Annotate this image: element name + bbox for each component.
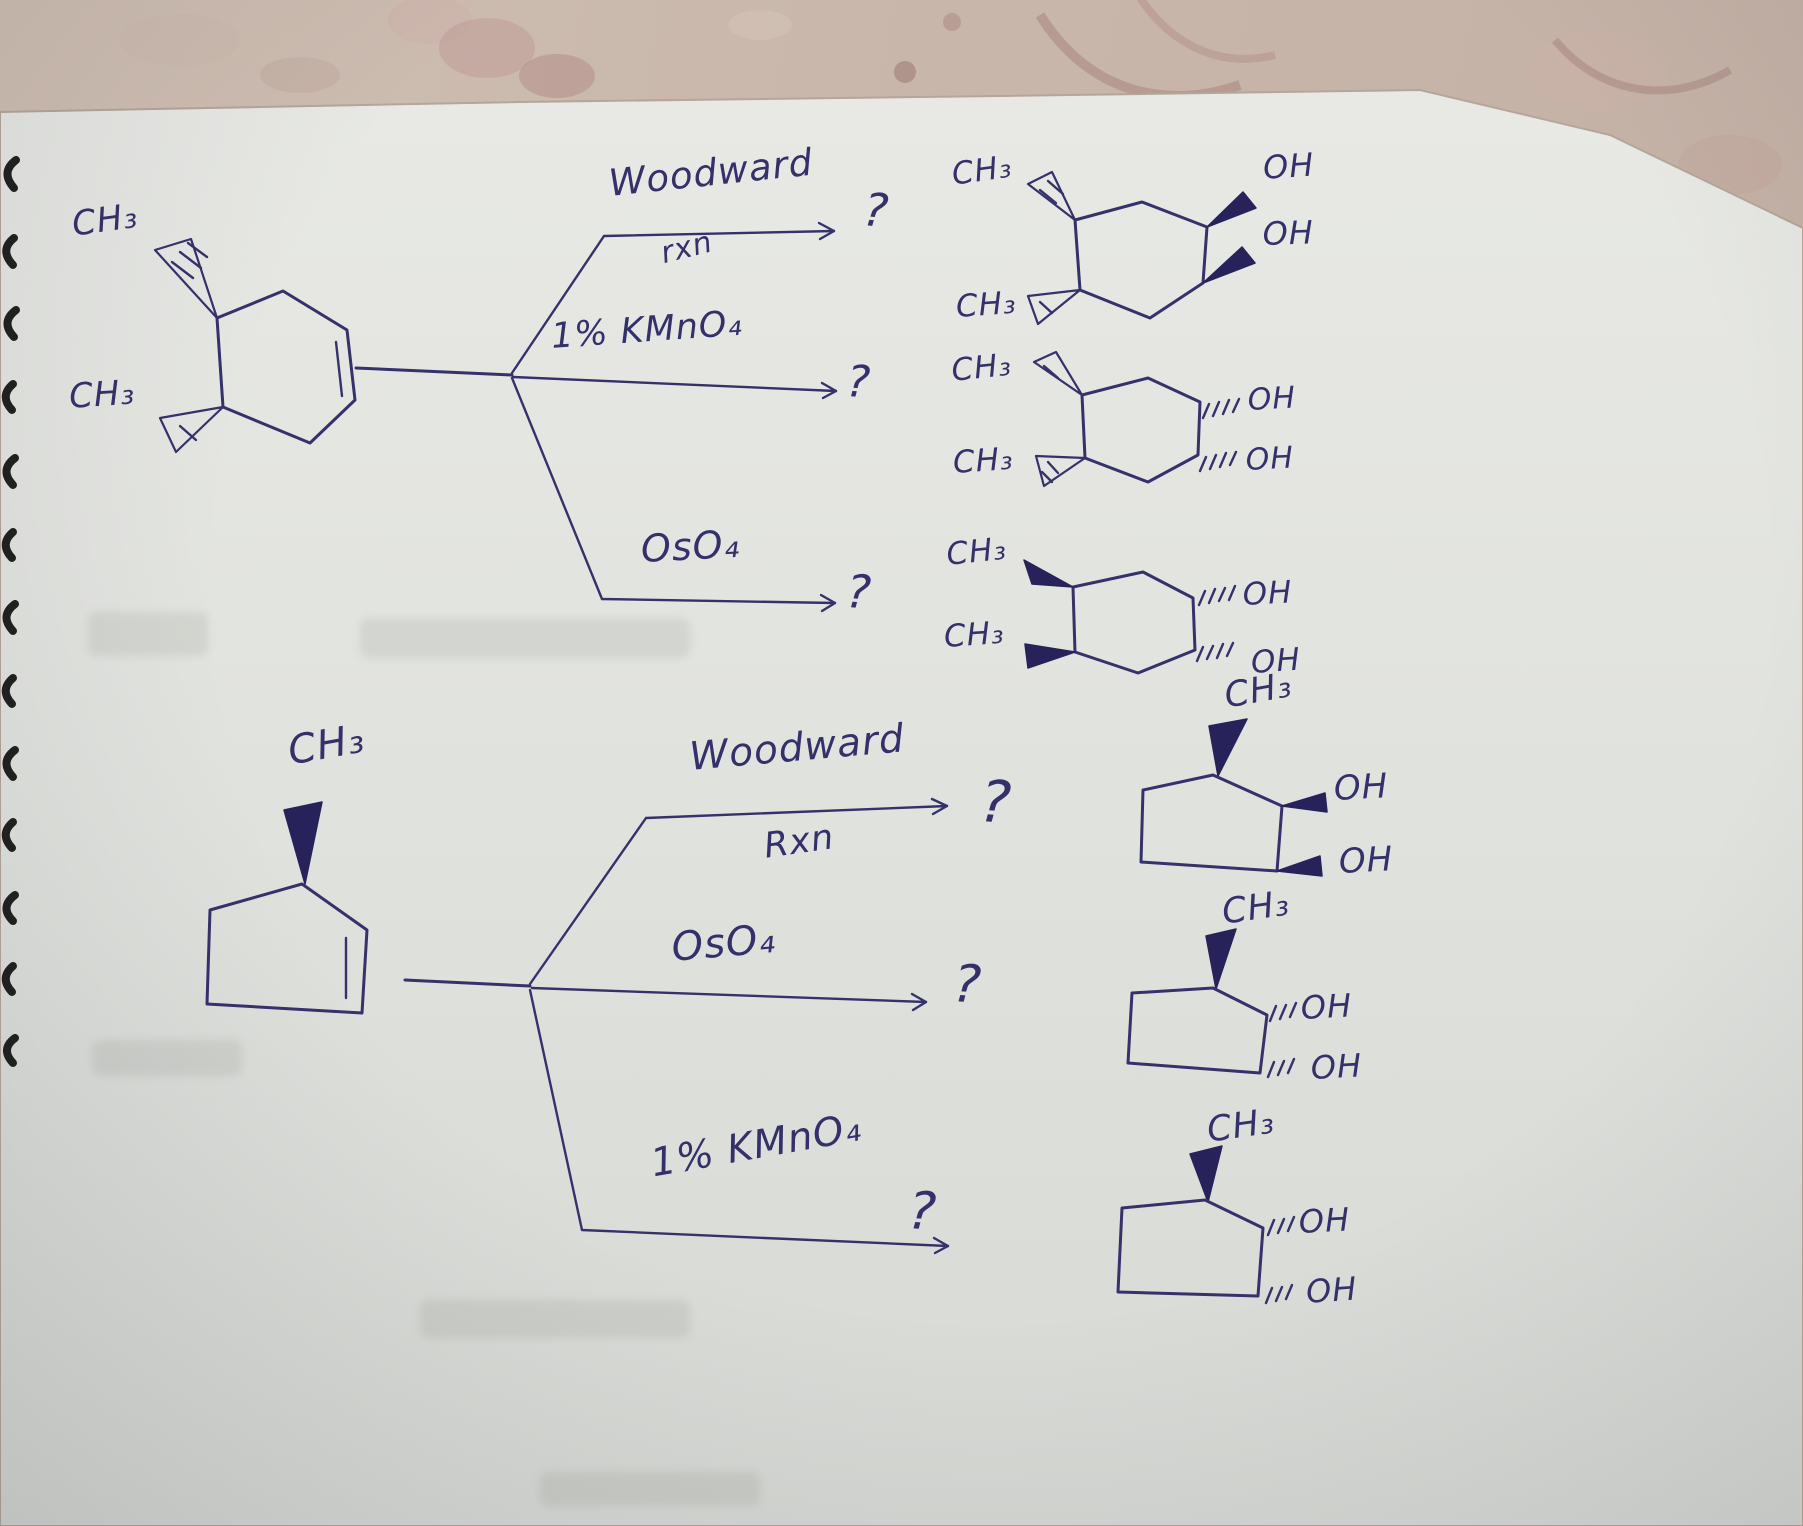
set1-p1-oh-bottom-label: OH — [1261, 213, 1315, 253]
set2-arrow-woodward — [528, 804, 949, 986]
set1-p1-oh-wedge-bottom — [1202, 246, 1256, 284]
set1-arrow-kmno4 — [511, 375, 838, 393]
set1-p2-oh-hashes-top — [1201, 397, 1241, 420]
set1-oso4-label: OsO₄ — [639, 521, 741, 571]
set1-p3-ch3-top-label: CH₃ — [944, 530, 1009, 573]
set1-p3-oh-hashes-bottom — [1195, 641, 1235, 663]
set1-reactant-ch3-top-label: CH₃ — [69, 195, 141, 245]
set1-kmno4-question-mark: ? — [844, 356, 873, 409]
set2-woodward-question-mark: ? — [977, 767, 1015, 838]
ink-bleed-smudge — [360, 618, 690, 658]
set1-p3-oh-top-label: OH — [1241, 574, 1294, 613]
set2-p1-oh-bottom-label: OH — [1337, 839, 1395, 882]
set2-branch-arrows — [528, 797, 950, 1255]
set1-p2-oh-hashes-bottom — [1198, 450, 1238, 473]
set2-rxn-label: Rxn — [761, 817, 837, 867]
set1-branch-arrows — [510, 221, 838, 613]
set2-p2-ch3-label: CH₃ — [1219, 883, 1293, 933]
set1-reactant-double-bond — [334, 340, 344, 398]
set2-p2-oh-bottom-label: OH — [1309, 1046, 1364, 1087]
set1-p2-ch3-top-label: CH₃ — [949, 346, 1014, 389]
set1-p1-ch3-top-label: CH₃ — [949, 148, 1015, 193]
torn-edge-marks — [1, 156, 20, 1067]
set2-p2-oh-hashes-top — [1268, 1001, 1298, 1023]
set1-p2-ch3-bottom-label: CH₃ — [951, 440, 1015, 481]
set1-p1-oh-wedge-top — [1206, 191, 1257, 228]
set1-arrow-woodward — [510, 229, 836, 375]
set2-oso4-label: OsO₄ — [669, 915, 778, 971]
ink-bleed-smudge — [420, 1300, 690, 1338]
set2-p3-oh-top-label: OH — [1297, 1200, 1352, 1241]
set1-p2-oh-bottom-label: OH — [1244, 440, 1295, 478]
set2-p2-oh-top-label: OH — [1299, 986, 1354, 1027]
set1-reactant-wedge-bottom — [158, 405, 225, 454]
set2-p3-oh-hashes-bottom — [1264, 1283, 1294, 1305]
set1-reactant-structure — [153, 237, 514, 454]
set1-p1-oh-top-label: OH — [1261, 145, 1316, 187]
set2-product-oso4-structure — [1126, 928, 1298, 1079]
set1-woodward-question-mark: ? — [860, 182, 892, 239]
ink-bleed-smudge — [88, 612, 208, 656]
set2-p2-oh-hashes-bottom — [1266, 1057, 1296, 1079]
set2-reactant-ch3-wedge — [283, 801, 323, 885]
set1-p2-oh-top-label: OH — [1246, 380, 1297, 418]
set2-p1-oh-top-label: OH — [1332, 766, 1390, 809]
set1-product-oso4-structure — [1023, 559, 1237, 675]
set2-p1-oh-wedge-bottom — [1276, 855, 1323, 877]
set1-oso4-question-mark: ? — [844, 564, 874, 620]
set2-p3-oh-bottom-label: OH — [1304, 1269, 1359, 1311]
ink-bleed-smudge — [540, 1472, 760, 1506]
set1-reactant-ch3-bottom-label: CH₃ — [67, 372, 137, 417]
set2-arrow-oso4 — [530, 986, 928, 1004]
set2-reactant-structure — [205, 801, 532, 1015]
set2-kmno4-question-mark: ? — [906, 1181, 939, 1243]
set1-reactant-hash-wedge-top — [153, 237, 219, 320]
set1-p3-ch3-bottom-label: CH₃ — [942, 614, 1006, 655]
set2-arrow-kmno4 — [528, 988, 950, 1248]
set2-product-kmno4-structure — [1116, 1145, 1296, 1305]
set1-p3-oh-hashes-top — [1197, 584, 1237, 607]
set2-connector-line — [403, 978, 532, 988]
ink-bleed-smudge — [92, 1040, 242, 1076]
fabric-floral-pattern — [120, 0, 1782, 195]
set1-connector-line — [354, 366, 514, 377]
set2-p1-oh-wedge-top — [1281, 792, 1328, 813]
set1-product-woodward-structure — [1026, 170, 1257, 326]
set1-arrow-oso4 — [510, 376, 837, 605]
set2-p3-ch3-label: CH₃ — [1204, 1101, 1278, 1151]
set2-oso4-question-mark: ? — [951, 954, 984, 1016]
set2-product-woodward-structure — [1139, 718, 1328, 877]
set1-product-kmno4-structure — [1032, 350, 1241, 488]
set2-p3-oh-hashes-top — [1266, 1215, 1296, 1237]
set1-p1-ch3-bottom-label: CH₃ — [954, 284, 1018, 325]
